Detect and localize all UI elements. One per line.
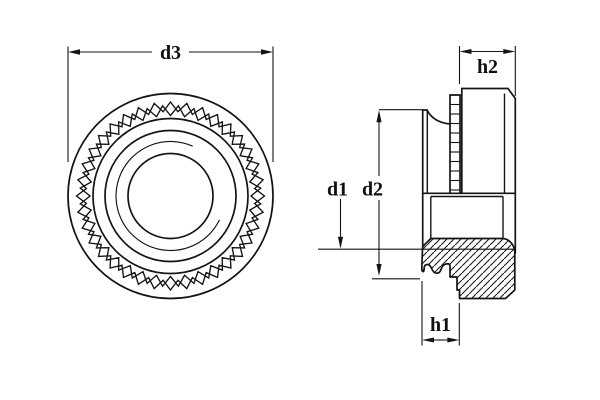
h2-arrow-right [503, 49, 516, 54]
dim-h2: h2 [458, 46, 516, 96]
section-hatch [420, 237, 516, 300]
dim-h1: h1 [421, 281, 460, 346]
d2-arrow-up [376, 110, 382, 123]
d3-arrow-left [68, 49, 80, 55]
h2-label: h2 [477, 56, 498, 78]
h1-arrow-right [447, 337, 460, 343]
bore-section [430, 195, 504, 239]
flange-top-chamfer [507, 87, 517, 100]
side-section-view [420, 87, 517, 300]
knurl-ring-side [449, 94, 461, 195]
bore-circle [127, 152, 214, 240]
d3-arrow-right [261, 49, 273, 55]
knurl-zigzag-outer [75, 100, 266, 292]
knurl-teeth-lines [450, 103, 460, 191]
pilot-circle [92, 117, 249, 275]
dim-d3: d3 [67, 42, 274, 162]
d3-label: d3 [160, 42, 181, 64]
d1-label: d1 [327, 179, 348, 201]
flange-outer-circle [67, 92, 274, 300]
knurl-zigzag-inner [79, 104, 262, 288]
h2-arrow-left [459, 49, 472, 54]
d2-label: d2 [362, 179, 383, 201]
relief-groove-curve [426, 109, 451, 125]
h1-label: h1 [430, 314, 451, 336]
dim-d1: d1 [318, 179, 515, 250]
dim-d2: d2 [362, 109, 423, 280]
thread-arc [115, 140, 221, 252]
d2-arrow-down [376, 264, 382, 276]
relief-groove-circle [104, 129, 237, 263]
d1-arrow-down [337, 236, 344, 249]
front-view [67, 92, 274, 300]
h1-arrow-left [422, 337, 434, 343]
